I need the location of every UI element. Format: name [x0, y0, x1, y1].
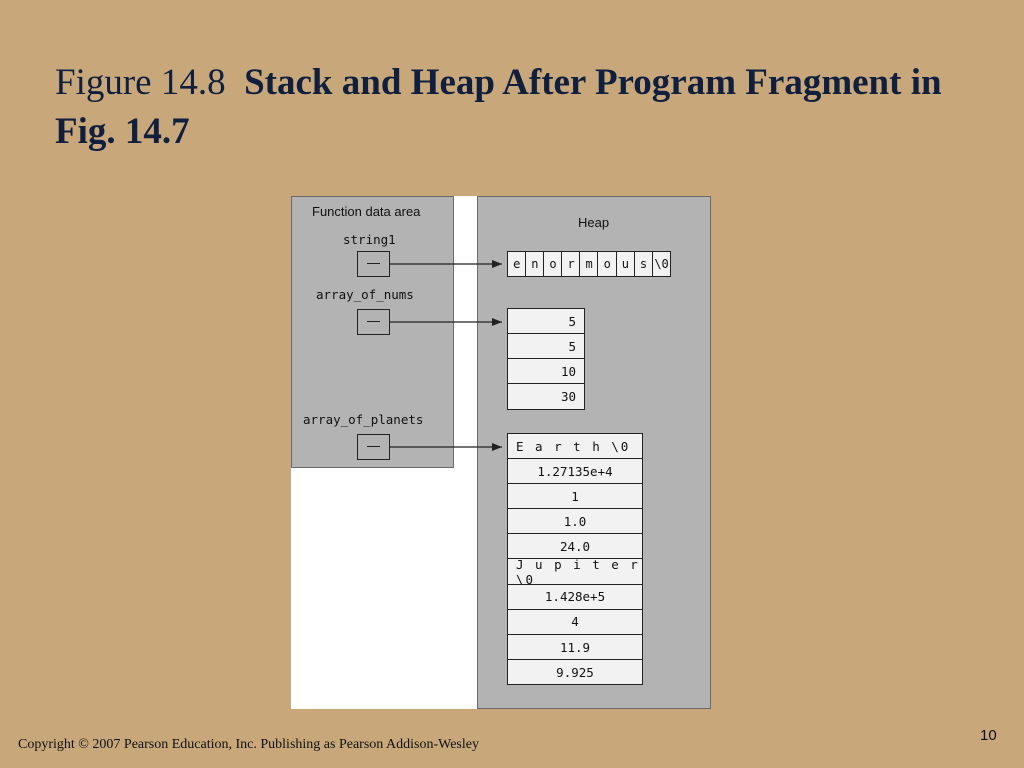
slide-title: Figure 14.8 Stack and Heap After Program… — [55, 58, 975, 156]
figure-title: Stack and Heap After Program Fragment in… — [55, 62, 942, 152]
planet-name-cell: J u p i t e r \0 — [507, 557, 643, 587]
string-char-cell: e — [507, 251, 527, 277]
string-char-cell: o — [597, 251, 618, 277]
num-cell: 5 — [507, 308, 585, 335]
string-char-cell: m — [579, 251, 599, 277]
planet-value-cell: 1.0 — [507, 508, 643, 535]
planet-value-cell: 9.925 — [507, 658, 643, 686]
function-data-area-title: Function data area — [312, 204, 421, 219]
var-label-array-of-planets: array_of_planets — [303, 412, 424, 427]
num-cell: 30 — [507, 383, 585, 410]
planet-name-cell: E a r t h \0 — [507, 433, 643, 460]
heap-planets-array: E a r t h \0 1.27135e+4 1 1.0 24.0 J u p… — [507, 433, 643, 686]
copyright-footer: Copyright © 2007 Pearson Education, Inc.… — [18, 737, 479, 752]
planet-value-cell: 4 — [507, 608, 643, 636]
heap-title: Heap — [578, 215, 610, 230]
stack-heap-diagram: Function data area Heap string1 array_of… — [291, 196, 711, 709]
num-cell: 5 — [507, 333, 585, 360]
heap-nums-array: 5 5 10 30 — [507, 308, 585, 410]
num-cell: 10 — [507, 358, 585, 385]
pointer-box-array-of-planets — [357, 434, 390, 460]
pointer-box-string1 — [357, 251, 390, 277]
var-label-array-of-nums: array_of_nums — [316, 287, 414, 302]
pointer-box-array-of-nums — [357, 309, 390, 335]
heap-string-cells: e n o r m o u s \0 — [507, 251, 672, 277]
function-data-area-panel: Function data area — [291, 196, 454, 468]
planet-value-cell: 1.428e+5 — [507, 583, 643, 611]
planet-value-cell: 1.27135e+4 — [507, 458, 643, 485]
var-label-string1: string1 — [343, 232, 396, 247]
string-char-cell: r — [561, 251, 581, 277]
string-char-cell: n — [525, 251, 545, 277]
planet-value-cell: 1 — [507, 483, 643, 510]
string-char-cell: \0 — [651, 251, 672, 277]
string-char-cell: u — [615, 251, 636, 277]
page-number: 10 — [980, 727, 997, 744]
planet-value-cell: 11.9 — [507, 633, 643, 661]
string-char-cell: o — [543, 251, 563, 277]
string-char-cell: s — [633, 251, 654, 277]
figure-number: Figure 14.8 — [55, 62, 226, 103]
